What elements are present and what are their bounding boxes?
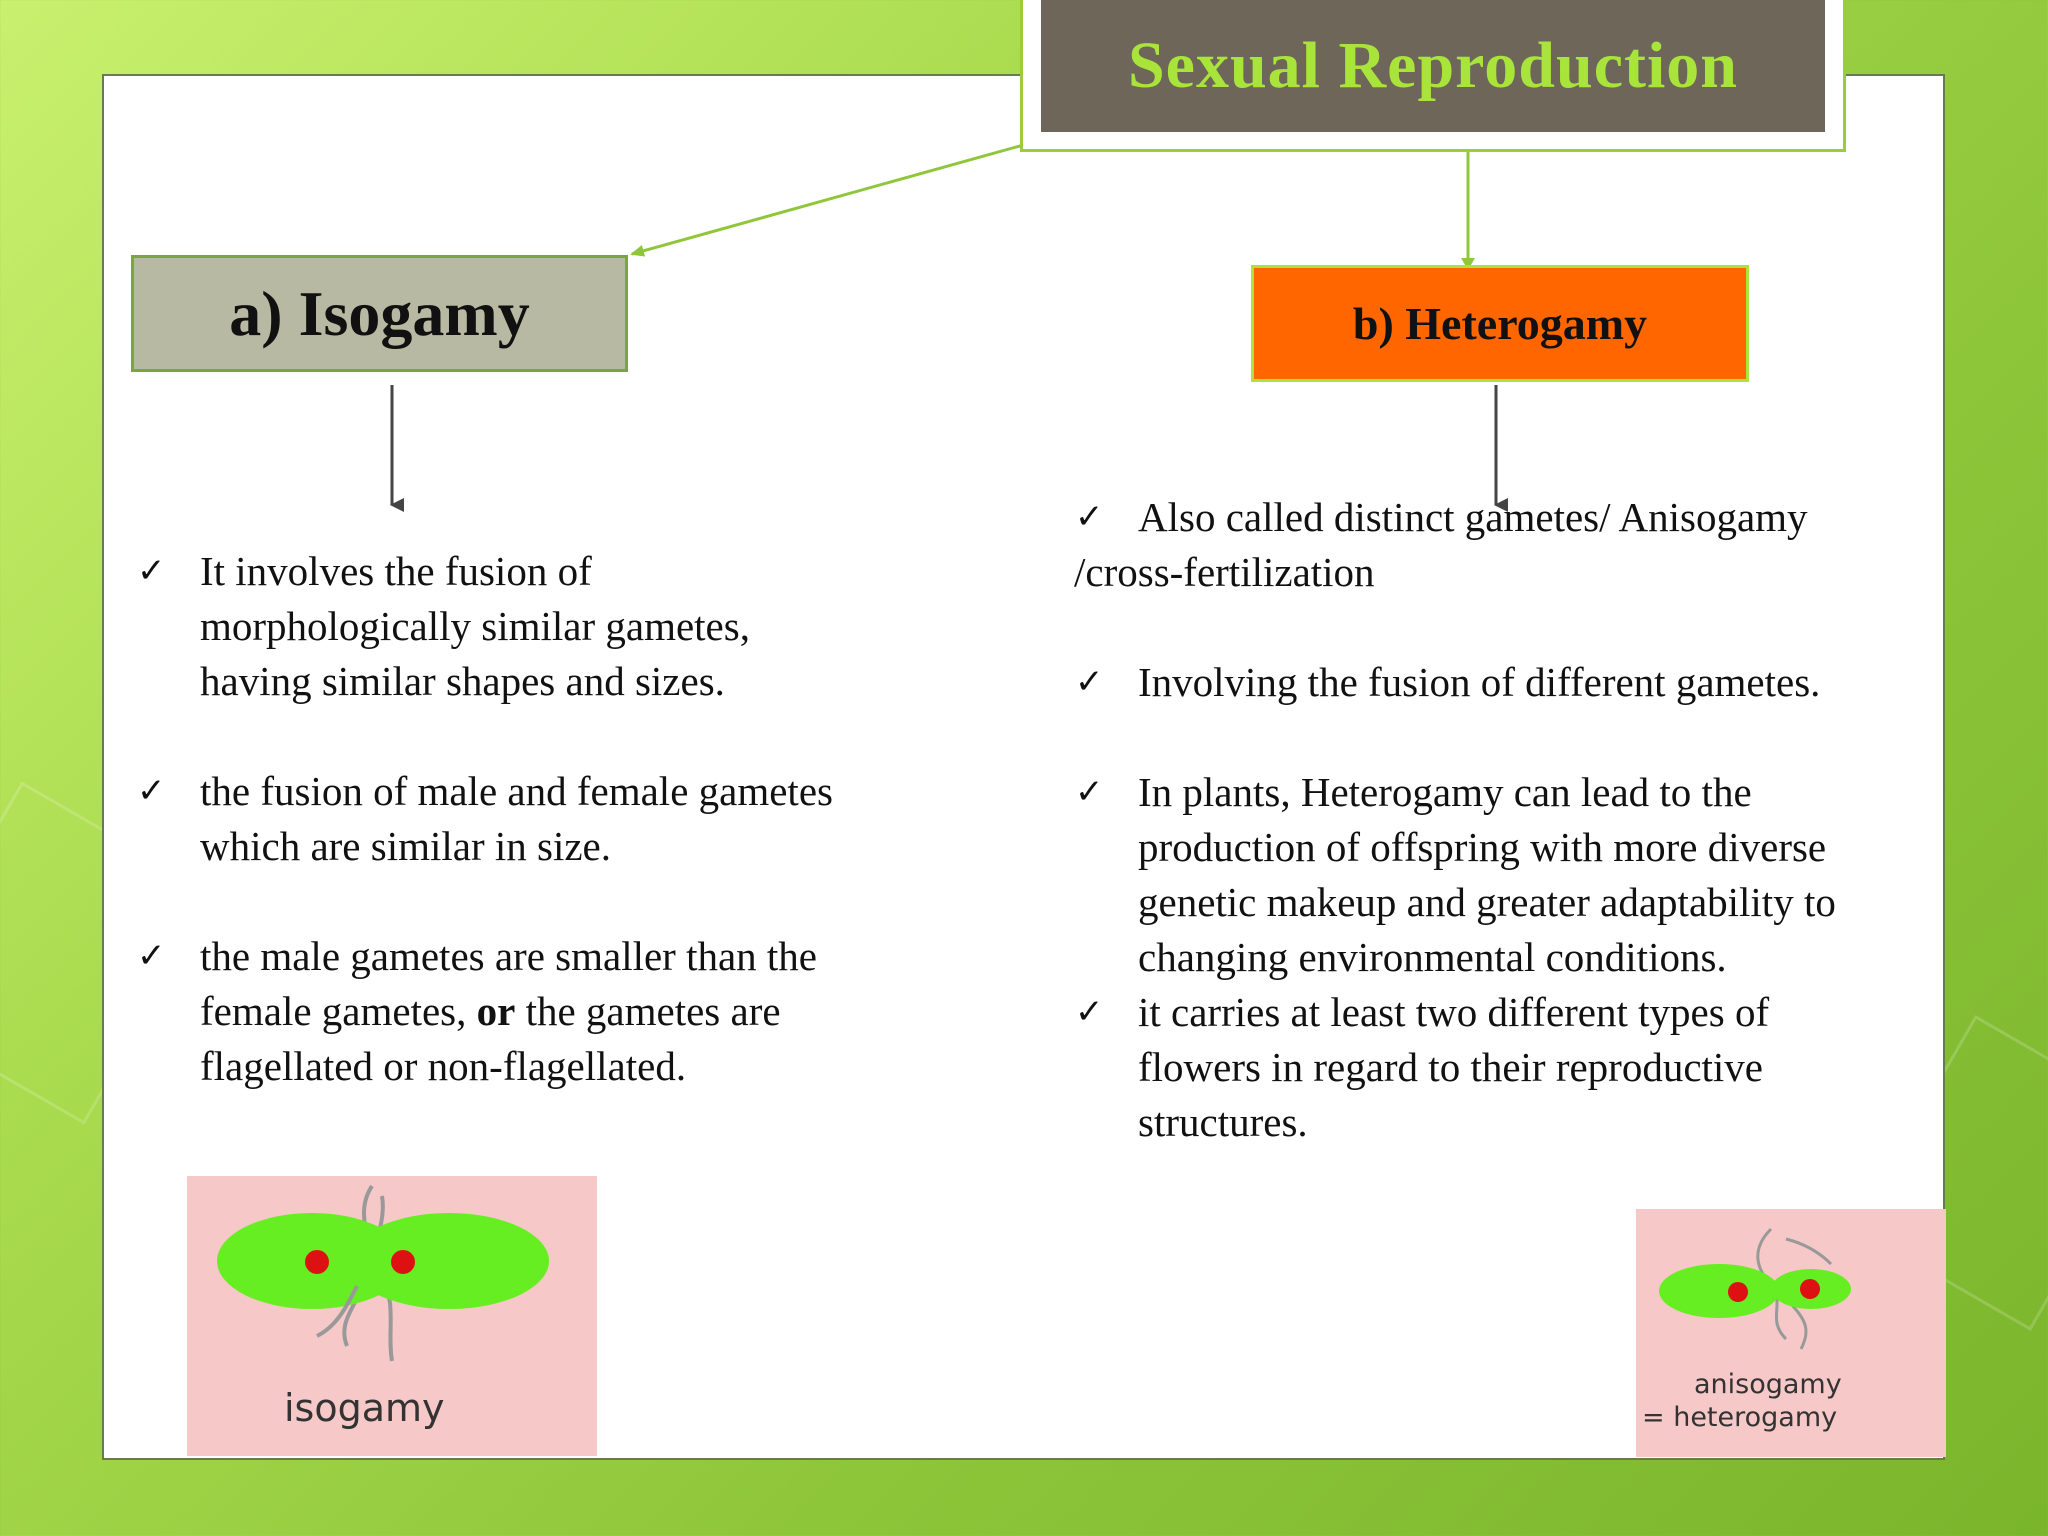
heterogamy-point-text: it carries at least two different types … bbox=[1138, 989, 1770, 1145]
check-icon: ✓ bbox=[1075, 497, 1104, 537]
heterogamy-point: ✓ Involving the fusion of different game… bbox=[1075, 655, 1898, 710]
heterogamy-image-caption-1: anisogamy bbox=[1694, 1369, 1842, 1400]
isogamy-point-text: the gametes are flagellated or non-flage… bbox=[200, 988, 781, 1089]
isogamy-illustration: isogamy bbox=[187, 1176, 597, 1456]
isogamy-point: ✓ It involves the fusion of morphologica… bbox=[137, 544, 850, 709]
heterogamy-point-text: In plants, Heterogamy can lead to the pr… bbox=[1138, 769, 1836, 980]
isogamy-gametes-drawing bbox=[217, 1184, 549, 1362]
heterogamy-point: ✓ In plants, Heterogamy can lead to the … bbox=[1075, 765, 1898, 985]
check-icon: ✓ bbox=[137, 771, 166, 811]
check-icon: ✓ bbox=[137, 936, 166, 976]
isogamy-point: ✓ the fusion of male and female gametes … bbox=[137, 764, 850, 874]
isogamy-point-text: the fusion of male and female gametes wh… bbox=[200, 768, 833, 869]
page-title: Sexual Reproduction bbox=[1127, 29, 1739, 102]
nucleus-small bbox=[1800, 1279, 1820, 1299]
arrow-title-to-isogamy bbox=[630, 135, 1053, 257]
isogamy-heading: a) Isogamy bbox=[229, 277, 530, 349]
check-icon: ✓ bbox=[1075, 662, 1104, 702]
gamete-large bbox=[1659, 1264, 1779, 1318]
heterogamy-point-text: Also called distinct gametes/ Anisogamy bbox=[1138, 494, 1808, 540]
isogamy-point-text: It involves the fusion of morphologicall… bbox=[200, 548, 750, 704]
isogamy-heading-box: a) Isogamy bbox=[131, 255, 628, 372]
check-icon: ✓ bbox=[1075, 772, 1104, 812]
nucleus-right bbox=[391, 1250, 415, 1274]
heterogamy-illustration: anisogamy = heterogamy bbox=[1636, 1209, 1946, 1457]
gamete-right bbox=[349, 1213, 549, 1309]
isogamy-point: ✓ the male gametes are smaller than the … bbox=[137, 929, 850, 1094]
arrow-title-to-heterogamy-head bbox=[1461, 258, 1475, 270]
heterogamy-image-caption-2: = heterogamy bbox=[1642, 1402, 1838, 1433]
isogamy-point-text: the male gametes are smaller than the fe… bbox=[200, 933, 818, 1034]
heterogamy-heading-box: b) Heterogamy bbox=[1251, 265, 1749, 382]
isogamy-points: ✓ It involves the fusion of morphologica… bbox=[137, 544, 850, 1149]
heterogamy-gametes-drawing bbox=[1659, 1227, 1851, 1350]
check-icon: ✓ bbox=[1075, 992, 1104, 1032]
heterogamy-points: ✓ Also called distinct gametes/ Anisogam… bbox=[1074, 490, 1898, 1205]
nucleus-left bbox=[305, 1250, 329, 1274]
nucleus-large bbox=[1728, 1282, 1748, 1302]
heterogamy-point: ✓ Also called distinct gametes/ Anisogam… bbox=[1074, 490, 1898, 600]
title-box: Sexual Reproduction bbox=[1020, 0, 1846, 152]
heterogamy-point-text: Involving the fusion of different gamete… bbox=[1138, 659, 1821, 705]
check-icon: ✓ bbox=[137, 551, 166, 591]
heterogamy-point-text-continued: /cross-fertilization bbox=[1074, 549, 1375, 595]
isogamy-image-caption: isogamy bbox=[284, 1386, 445, 1430]
title-banner: Sexual Reproduction bbox=[1041, 0, 1825, 132]
heterogamy-heading: b) Heterogamy bbox=[1352, 298, 1648, 349]
isogamy-point-bold-text: or bbox=[476, 988, 516, 1034]
heterogamy-point: ✓ it carries at least two different type… bbox=[1075, 985, 1898, 1150]
